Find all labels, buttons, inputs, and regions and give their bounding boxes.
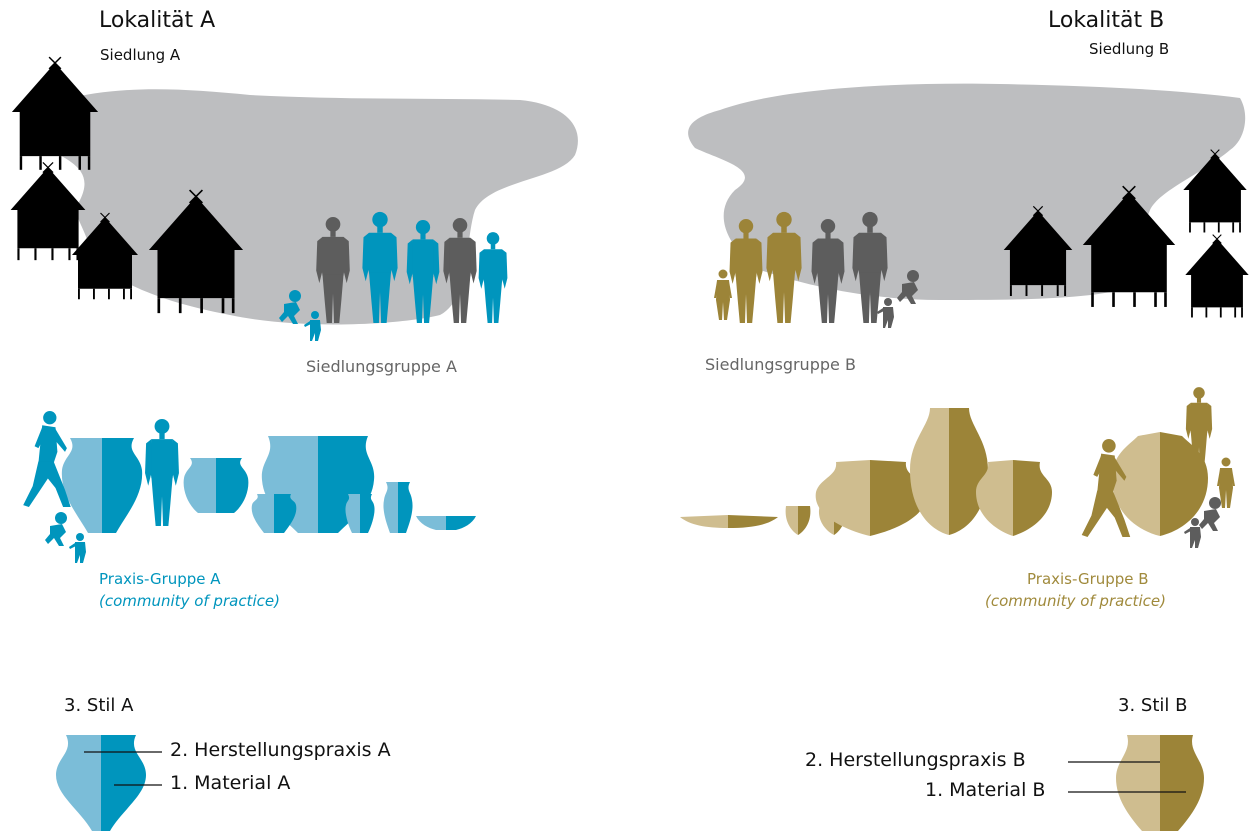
pot-a-small-1 [252, 494, 297, 533]
legend-material-b: 1. Material B [925, 779, 1045, 801]
house-b-4 [1185, 235, 1248, 318]
person-blue-3 [145, 419, 179, 526]
walker-blue [23, 411, 71, 507]
locality-a-title: Lokalität A [99, 8, 215, 33]
child-gold-1 [714, 270, 732, 321]
settlement-a-label: Siedlung A [100, 46, 180, 64]
pot-a-bowl [416, 516, 476, 530]
house-a-1 [12, 57, 98, 170]
legend-style-b: 3. Stil B [1118, 695, 1187, 716]
practice-group-b-sub: (community of practice) [985, 592, 1166, 610]
legend-pot-b [1116, 735, 1204, 831]
legend-practice-a: 2. Herstellungspraxis A [170, 739, 391, 761]
pot-a-large-1 [62, 438, 142, 533]
pot-b-tall [910, 408, 988, 535]
child-blue-1 [479, 232, 508, 323]
settlement-group-b-label: Siedlungsgruppe B [705, 355, 856, 374]
settlement-b-label: Siedlung B [1089, 40, 1169, 58]
practice-group-a-label: Praxis-Gruppe A [99, 570, 221, 588]
legend-practice-b: 2. Herstellungspraxis B [805, 749, 1026, 771]
legend-pot-a [56, 735, 146, 831]
pot-a-medium-1 [184, 458, 249, 513]
pot-a-small-2 [345, 494, 374, 533]
baby-blue-2 [45, 512, 67, 546]
toddler-grey-1 [877, 298, 894, 328]
practice-group-b-label: Praxis-Gruppe B [1027, 570, 1149, 588]
pot-b-medium-2 [976, 460, 1052, 536]
settlement-group-a-label: Siedlungsgruppe A [306, 357, 457, 376]
pot-a-small-3 [383, 482, 412, 533]
toddler-blue-2 [69, 533, 86, 563]
practice-group-a-sub: (community of practice) [99, 592, 280, 610]
pot-b-plate [680, 515, 778, 528]
locality-b-title: Lokalität B [1048, 8, 1164, 33]
legend-style-a: 3. Stil A [64, 695, 133, 716]
house-a-2 [11, 162, 86, 260]
pot-b-small-1 [786, 506, 811, 535]
legend-material-a: 1. Material A [170, 772, 290, 794]
